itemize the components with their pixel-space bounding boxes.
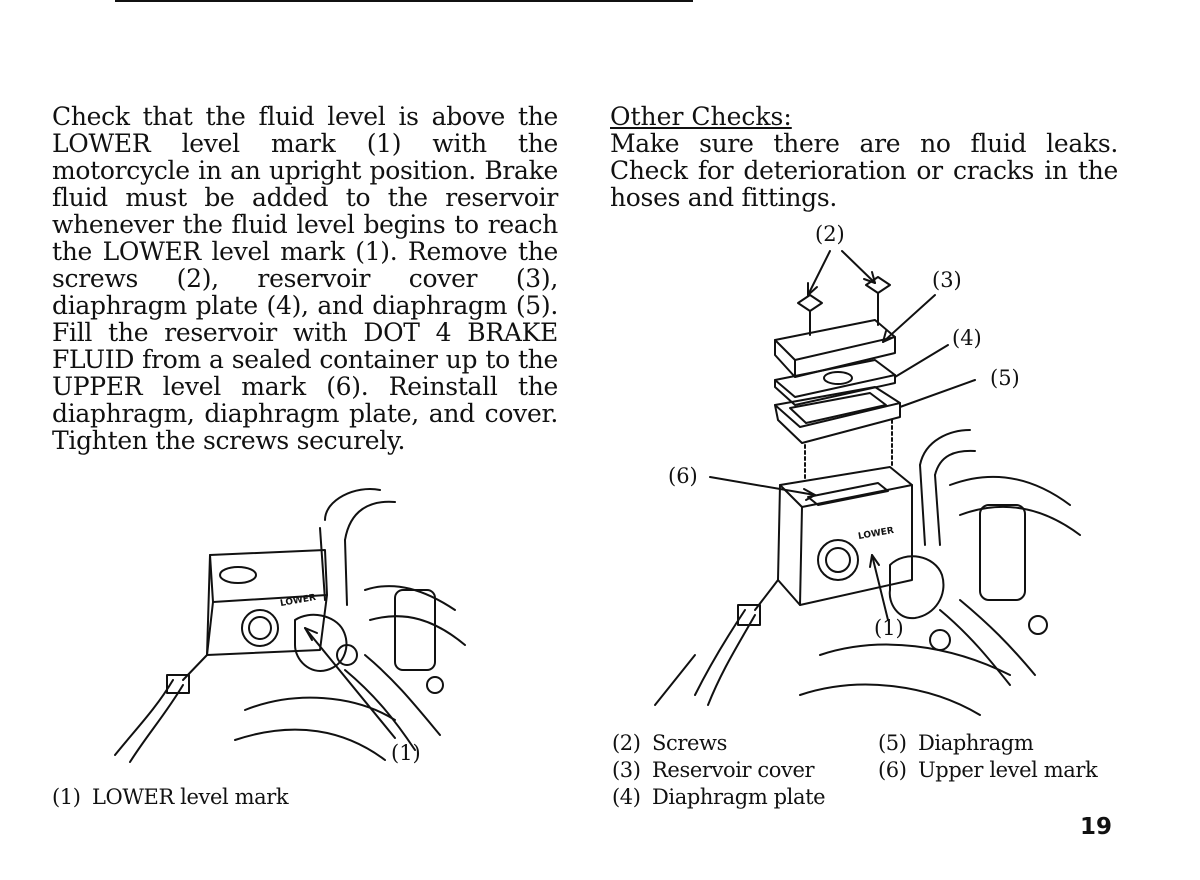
- right-callout-4: (4): [952, 326, 982, 350]
- caption-text: Diaphragm: [918, 731, 1034, 755]
- caption-number: (3): [612, 758, 641, 782]
- page-number: 19: [1080, 814, 1113, 840]
- caption-text: Screws: [652, 731, 727, 755]
- caption-number: (6): [878, 758, 907, 782]
- right-paragraph: Make sure there are no fluid leaks. Chec…: [610, 129, 1118, 212]
- left-figure-brake-reservoir: LOWER (1): [95, 480, 475, 780]
- right-callout-6: (6): [668, 464, 698, 488]
- caption-number: (2): [612, 731, 641, 755]
- caption-text: Upper level mark: [918, 758, 1098, 782]
- caption-text: Diaphragm plate: [652, 785, 826, 809]
- right-caption-2: (2) Screws: [612, 730, 727, 757]
- left-caption-text: LOWER level mark: [92, 785, 289, 809]
- right-callout-5: (5): [990, 366, 1020, 390]
- right-callout-1: (1): [874, 616, 904, 640]
- left-callout-1: (1): [391, 741, 421, 765]
- other-checks-heading: Other Checks:: [610, 102, 792, 131]
- left-paragraph: Check that the fluid level is above the …: [52, 102, 558, 455]
- top-rule: [115, 0, 693, 2]
- caption-text: Reservoir cover: [652, 758, 815, 782]
- right-caption-4: (4) Diaphragm plate: [612, 784, 826, 811]
- right-figure-exploded-reservoir: (2) (3) (4) (5) (6) (1) LOWER: [650, 215, 1110, 725]
- right-callout-2: (2): [815, 222, 845, 246]
- right-callout-3: (3): [932, 268, 962, 292]
- caption-number: (5): [878, 731, 907, 755]
- left-caption: (1) LOWER level mark: [52, 784, 289, 811]
- caption-number: (4): [612, 785, 641, 809]
- left-caption-number: (1): [52, 785, 81, 809]
- right-caption-6: (6) Upper level mark: [878, 757, 1098, 784]
- right-caption-5: (5) Diaphragm: [878, 730, 1034, 757]
- right-caption-3: (3) Reservoir cover: [612, 757, 815, 784]
